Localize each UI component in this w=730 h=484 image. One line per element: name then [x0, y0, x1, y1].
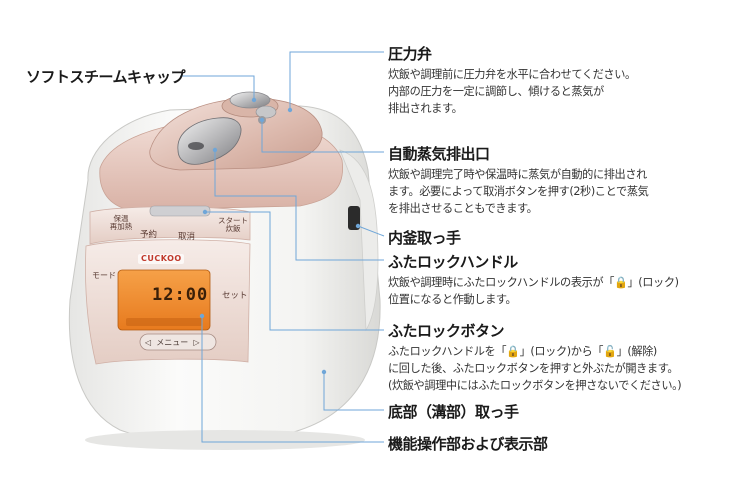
lid-lock-button-shape — [149, 205, 211, 217]
desc-line: 排出されます。 — [388, 102, 463, 115]
lid-handle-highlight — [188, 142, 204, 150]
base-shadow — [85, 430, 365, 450]
hoon-button[interactable]: 保温 再加熱 — [109, 214, 133, 231]
label-lid-lock-button: ふたロックボタン — [388, 322, 505, 340]
lid-lock-handle-shape — [177, 117, 242, 165]
display-screen — [117, 269, 211, 331]
label-auto-steam-vent: 自動蒸気排出口 — [388, 145, 490, 163]
desc-line: 炊飯や調理前に圧力弁を水平に合わせてください。 — [388, 68, 636, 81]
label-inner-pot-handle: 内釜取っ手 — [388, 229, 461, 247]
desc-line: 炊飯や調理時にふたロックハンドルの表示が「🔒」(ロック) — [388, 276, 679, 289]
inner-pot-handle-shape — [348, 206, 360, 230]
display-time: 12:00 — [152, 285, 209, 305]
leader-lid-lock-button — [205, 211, 384, 331]
leader-lid-lock-handle — [214, 150, 384, 261]
pressure-valve-shape — [255, 105, 277, 119]
leader-inner-pot-handle — [357, 225, 385, 237]
leader-pressure-valve — [289, 51, 384, 110]
label-lid-lock-handle: ふたロックハンドル — [388, 253, 518, 271]
leader-control-display — [201, 316, 384, 443]
brand-strip — [138, 254, 184, 264]
menu-button[interactable]: ◁ メニュー ▷ — [145, 338, 200, 347]
desc-line: ます。必要によって取消ボタンを押す(2秒)ことで蒸気 — [388, 185, 649, 198]
control-panel — [89, 206, 251, 245]
leader-soft-steam-cap — [180, 75, 255, 100]
desc-lid-lock-handle: 炊飯や調理時にふたロックハンドルの表示が「🔒」(ロック) 位置になると作動します… — [388, 274, 679, 308]
desc-line: 内部の圧力を一定に調節し、傾けると蒸気が — [388, 85, 604, 98]
leader-auto-steam-vent — [261, 120, 384, 153]
desc-line: に回した後、ふたロックボタンを押すと外ぶたが開きます。 — [388, 362, 679, 375]
label-pressure-valve: 圧力弁 — [388, 45, 432, 63]
desc-line: 炊飯や調理完了時や保温時に蒸気が自動的に排出され — [388, 168, 647, 181]
leader-bottom-handle — [323, 372, 384, 411]
label-control-display: 機能操作部および表示部 — [388, 435, 548, 453]
yoyaku-button[interactable]: 予約 — [140, 230, 158, 240]
set-button[interactable]: セット — [222, 291, 248, 301]
mode-button[interactable]: モード — [92, 271, 116, 280]
desc-pressure-valve: 炊飯や調理前に圧力弁を水平に合わせてください。 内部の圧力を一定に調節し、傾ける… — [388, 66, 636, 117]
label-bottom-handle: 底部（溝部）取っ手 — [388, 403, 519, 421]
desc-auto-steam-vent: 炊飯や調理完了時や保温時に蒸気が自動的に排出され ます。必要によって取消ボタンを… — [388, 166, 649, 217]
desc-line: を排出させることもできます。 — [388, 202, 538, 215]
brand-label: CUCKOO — [141, 254, 182, 263]
desc-line: 位置になると作動します。 — [388, 293, 517, 306]
desc-line: ふたロックハンドルを「🔒」(ロック)から「🔓」(解除) — [388, 345, 657, 358]
display-strip — [126, 318, 202, 326]
desc-lid-lock-button: ふたロックハンドルを「🔒」(ロック)から「🔓」(解除) に回した後、ふたロックボ… — [388, 343, 682, 394]
label-soft-steam-cap: ソフトスチームキャップ — [26, 68, 186, 86]
menu-bar-shape — [139, 333, 217, 351]
steam-cap — [229, 91, 271, 109]
torikeshi-button[interactable]: 取消 — [178, 232, 196, 242]
start-button[interactable]: スタート 炊飯 — [218, 216, 248, 233]
desc-line: (炊飯や調理中にはふたロックボタンを押さないでください。) — [388, 379, 682, 392]
